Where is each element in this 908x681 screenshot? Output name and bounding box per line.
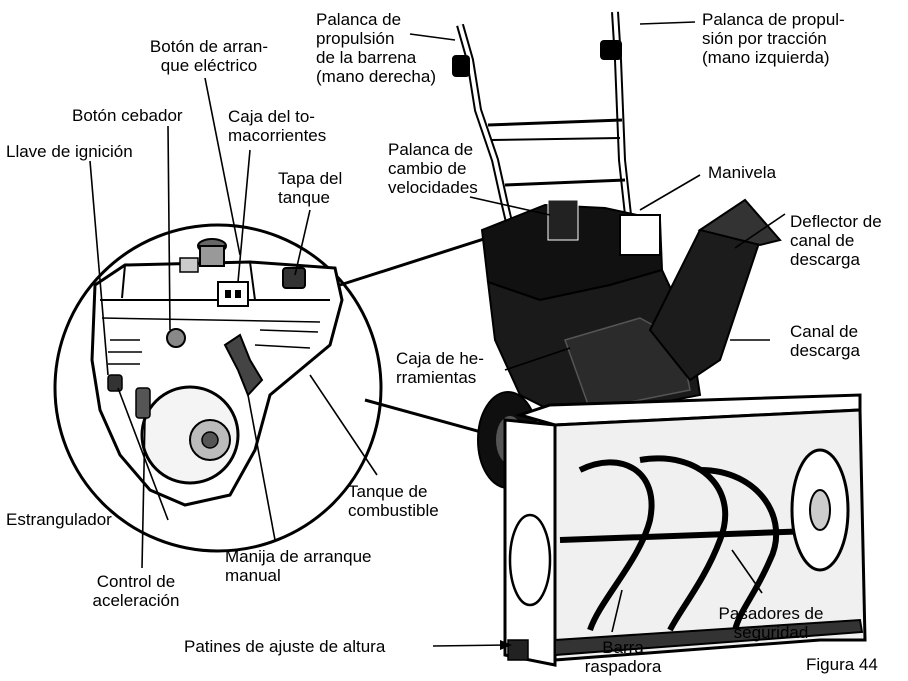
- leader-lines: [89, 21, 786, 647]
- engine-detail-inset: [53, 223, 513, 553]
- label-outlet-box: Caja del to- macorrientes: [228, 107, 327, 145]
- label-primer-button: Botón cebador: [72, 106, 183, 125]
- label-shear-pins: Pasadores de seguridad: [718, 604, 824, 642]
- label-crank: Manivela: [708, 163, 777, 182]
- label-drive-lever: Palanca de propul- sión por tracción (ma…: [702, 10, 845, 67]
- snowthrower-machine: [452, 11, 867, 667]
- label-fuel-cap: Tapa del tanque: [278, 169, 343, 207]
- label-skid-shoes: Patines de ajuste de altura: [184, 637, 386, 656]
- label-tool-box: Caja de he- rramientas: [396, 349, 484, 387]
- label-auger-lever: Palanca de propulsión de la barrena (man…: [316, 10, 437, 86]
- label-scraper-bar: Barra raspadora: [584, 638, 662, 676]
- label-discharge-chute: Canal de descarga: [790, 322, 860, 360]
- label-fuel-tank: Tanque de combustible: [348, 482, 439, 520]
- figure-caption: Figura 44: [806, 655, 878, 674]
- arrowhead: [500, 640, 512, 650]
- label-throttle: Control de aceleración: [92, 572, 180, 610]
- label-shift-lever: Palanca de cambio de velocidades: [388, 140, 478, 197]
- label-ignition-key: Llave de ignición: [6, 142, 133, 161]
- label-chute-deflector: Deflector de canal de descarga: [790, 212, 882, 269]
- label-electric-start-button: Botón de arran- que eléctrico: [149, 37, 269, 75]
- label-recoil-starter: Manija de arranque manual: [225, 547, 372, 585]
- label-choke: Estrangulador: [6, 510, 112, 529]
